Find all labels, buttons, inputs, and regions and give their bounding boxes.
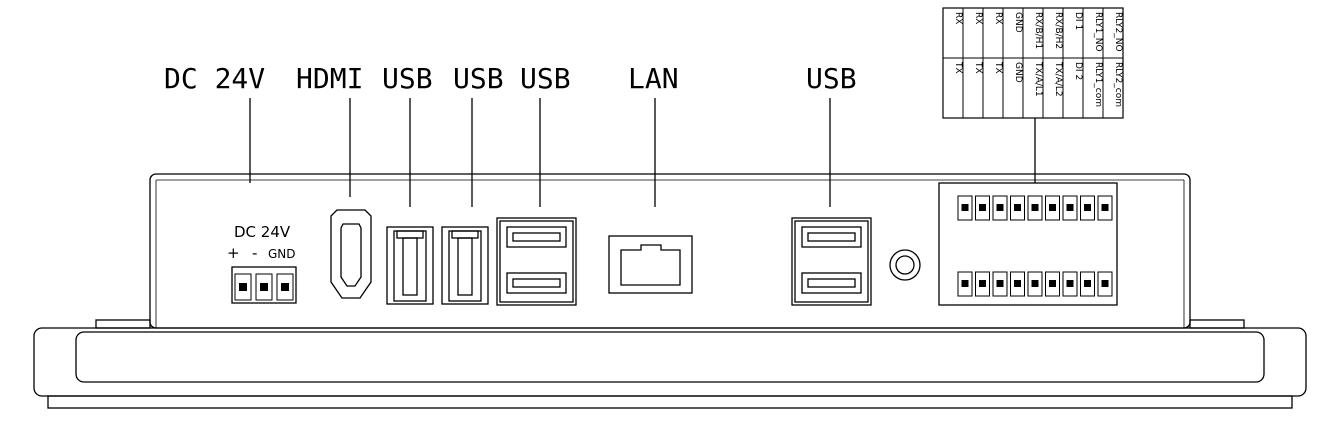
terminal-bottom-contact-2 bbox=[979, 280, 986, 287]
terminal-top-contact-8 bbox=[1084, 204, 1091, 211]
terminal-top-contact-2 bbox=[979, 204, 986, 211]
pin-top-3: RX bbox=[993, 12, 1003, 24]
terminal-top-cell-8 bbox=[1080, 195, 1095, 221]
terminal-top-cell-5 bbox=[1027, 195, 1043, 221]
terminal-top-cell-4 bbox=[1010, 195, 1025, 221]
terminal-top-contact-3 bbox=[996, 204, 1004, 211]
terminal-bottom-contact-8 bbox=[1084, 280, 1091, 287]
label-dc-24v: DC 24V bbox=[164, 62, 265, 95]
terminal-top-cell-7 bbox=[1062, 195, 1078, 221]
terminal-bottom-contact-3 bbox=[996, 280, 1004, 287]
terminal-bottom-contact-7 bbox=[1066, 280, 1074, 287]
terminal-top-cell-9 bbox=[1097, 195, 1113, 221]
terminal-top-contact-5 bbox=[1031, 204, 1039, 211]
display-bezel bbox=[33, 319, 1307, 409]
terminal-bottom-contact-5 bbox=[1031, 280, 1039, 287]
round-jack bbox=[889, 249, 921, 281]
terminal-pins-bottom bbox=[957, 271, 1113, 297]
pin-top-9: RLY2_NO bbox=[1113, 12, 1123, 52]
usb-port-4-dual bbox=[791, 217, 872, 306]
pin-top-2: RX bbox=[973, 12, 983, 24]
dc-minus-label: - bbox=[252, 244, 257, 262]
usb-port-3-dual bbox=[496, 217, 577, 306]
lan-port bbox=[608, 235, 693, 294]
label-usb-2: USB bbox=[453, 62, 504, 95]
label-lan: LAN bbox=[628, 62, 679, 95]
terminal-top-contact-7 bbox=[1066, 204, 1074, 211]
dc-power-connector: DC 24V + - GND bbox=[227, 223, 297, 304]
label-hdmi: HDMI bbox=[296, 62, 363, 95]
terminal-bottom-cell-2 bbox=[975, 271, 990, 297]
dc-gnd-label: GND bbox=[268, 247, 296, 261]
pin-bottom-1: TX bbox=[953, 61, 963, 74]
terminal-bottom-cell-8 bbox=[1080, 271, 1095, 297]
terminal-bottom-cell-9 bbox=[1097, 271, 1113, 297]
pin-top-1: RX bbox=[953, 12, 963, 24]
pin-table: RX RX RX GND RX/B/H1 RX/B/H2 DI 1 RLY1_N… bbox=[942, 7, 1124, 119]
pin-bottom-8: RLY1_com bbox=[1093, 62, 1103, 107]
pin-top-8: RLY1_NO bbox=[1093, 12, 1103, 52]
label-usb-4: USB bbox=[806, 62, 857, 95]
terminal-top-cell-1 bbox=[957, 195, 973, 221]
pin-bottom-5: TX/A/L1 bbox=[1033, 61, 1043, 97]
terminal-bottom-contact-1 bbox=[961, 280, 969, 287]
label-usb-3: USB bbox=[520, 62, 571, 95]
pin-bottom-4: GND bbox=[1013, 62, 1023, 83]
terminal-bottom-contact-9 bbox=[1101, 280, 1109, 287]
terminal-bottom-cell-5 bbox=[1027, 271, 1043, 297]
pin-top-6: RX/B/H2 bbox=[1053, 12, 1063, 49]
pin-bottom-2: TX bbox=[973, 61, 983, 74]
terminal-bottom-contact-4 bbox=[1014, 280, 1021, 287]
pin-top-5: RX/B/H1 bbox=[1033, 12, 1043, 49]
terminal-bottom-cell-6 bbox=[1045, 271, 1060, 297]
terminal-top-cell-6 bbox=[1045, 195, 1060, 221]
io-terminal-block bbox=[938, 182, 1118, 306]
terminal-top-contact-9 bbox=[1101, 204, 1109, 211]
pin-bottom-9: RLY2_com bbox=[1113, 62, 1123, 107]
terminal-bottom-cell-3 bbox=[992, 271, 1008, 297]
label-usb-1: USB bbox=[382, 62, 433, 95]
terminal-bottom-cell-7 bbox=[1062, 271, 1078, 297]
terminal-top-contact-1 bbox=[961, 204, 969, 211]
terminal-top-cell-2 bbox=[975, 195, 990, 221]
hdmi-port bbox=[330, 209, 372, 299]
terminal-top-contact-6 bbox=[1049, 204, 1056, 211]
terminal-bottom-contact-6 bbox=[1049, 280, 1056, 287]
pin-bottom-3: TX bbox=[993, 61, 1003, 74]
pin-bottom-7: DI 2 bbox=[1073, 62, 1083, 80]
pin-top-4: GND bbox=[1013, 12, 1023, 33]
usb-port-1 bbox=[386, 226, 434, 305]
terminal-top-cell-3 bbox=[992, 195, 1008, 221]
terminal-bottom-cell-4 bbox=[1010, 271, 1025, 297]
terminal-bottom-cell-1 bbox=[957, 271, 973, 297]
usb-port-2 bbox=[441, 226, 489, 305]
pin-bottom-6: TX/A/L2 bbox=[1053, 61, 1063, 97]
terminal-top-contact-4 bbox=[1014, 204, 1021, 211]
dc-plus-label: + bbox=[227, 244, 240, 262]
pin-top-7: DI 1 bbox=[1073, 12, 1083, 30]
leader-lines bbox=[249, 98, 1036, 207]
dc-connector-title: DC 24V bbox=[234, 223, 291, 241]
terminal-pins-top bbox=[957, 195, 1113, 221]
